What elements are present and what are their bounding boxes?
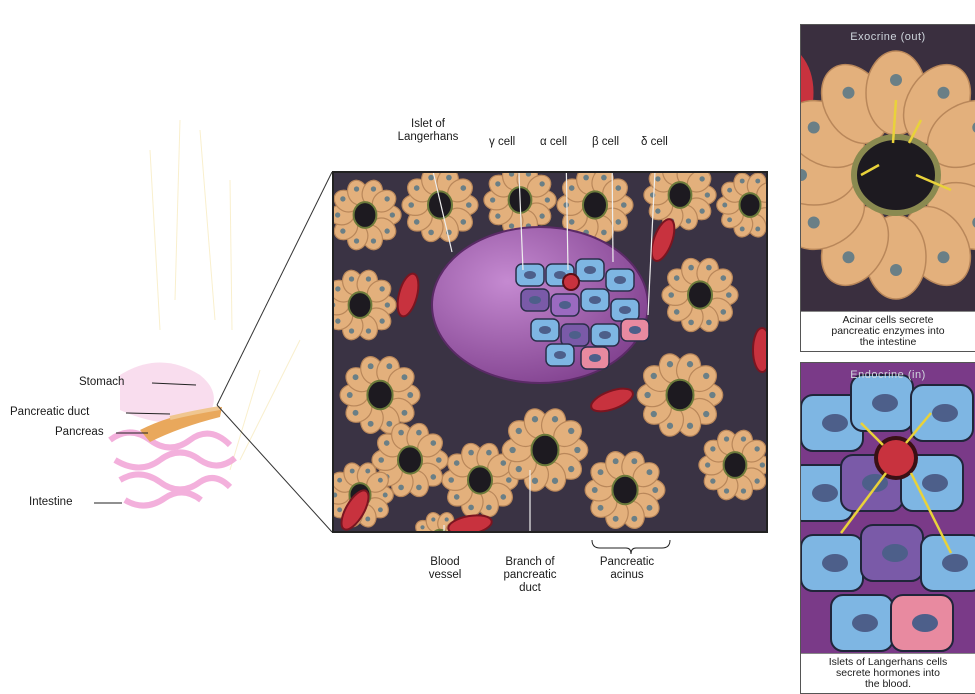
exocrine-illustration <box>801 25 975 351</box>
label-blood-vessel: Blood vessel <box>420 556 470 582</box>
endocrine-title: Endocrine (in) <box>801 369 975 381</box>
endocrine-illustration <box>801 363 975 693</box>
exocrine-title: Exocrine (out) <box>801 31 975 43</box>
label-delta-cell: δ cell <box>641 136 668 149</box>
acinus-bracket <box>592 540 670 554</box>
endocrine-caption: Islets of Langerhans cells secrete hormo… <box>801 653 975 693</box>
label-pancreatic-acinus: Pancreatic acinus <box>587 556 667 582</box>
label-islet: Islet of Langerhans <box>388 118 468 144</box>
exocrine-caption: Acinar cells secrete pancreatic enzymes … <box>801 311 975 351</box>
islet-capillary <box>563 274 579 290</box>
label-gamma-cell: γ cell <box>489 136 515 149</box>
blood-vessel-6 <box>753 328 771 372</box>
label-alpha-cell: α cell <box>540 136 567 149</box>
exocrine-panel: Exocrine (out) Acinar cells secrete panc… <box>800 24 975 352</box>
label-beta-cell: β cell <box>592 136 619 149</box>
endocrine-panel: Endocrine (in) Islets of Langerhans cell… <box>800 362 975 694</box>
exo-lumen <box>854 137 938 213</box>
label-duct-branch: Branch of pancreatic duct <box>490 556 570 595</box>
islet-of-langerhans <box>432 227 649 383</box>
